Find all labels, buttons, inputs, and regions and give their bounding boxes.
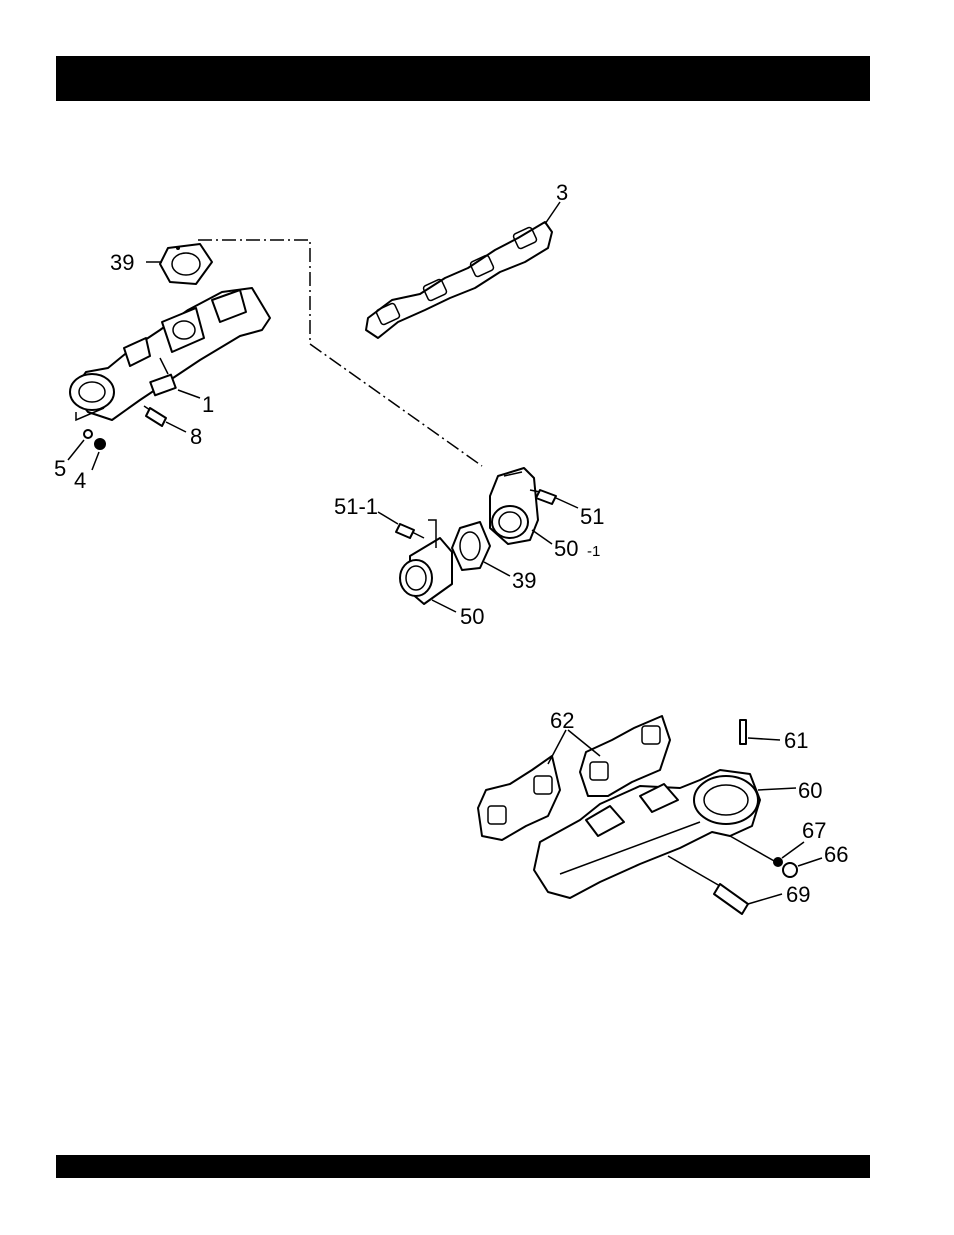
part-3-manifold-gasket [366, 222, 552, 338]
leader-51-1 [378, 512, 398, 524]
callout-3: 3 [556, 180, 568, 205]
part-1-exhaust-manifold [70, 288, 270, 420]
callout-61: 61 [784, 728, 808, 753]
part-8-bolt [144, 406, 166, 426]
callout-66: 66 [824, 842, 848, 867]
leader-69 [748, 894, 782, 904]
leader-61 [748, 738, 780, 740]
callout-50-1: 50 [554, 536, 578, 561]
part-61-stud [740, 720, 746, 744]
callout-39-lower: 39 [512, 568, 536, 593]
assembly-centerline [198, 240, 482, 466]
leader-8 [166, 422, 186, 432]
part-62-manifold-gasket-left [478, 756, 560, 840]
callout-50: 50 [460, 604, 484, 629]
leader-50 [432, 600, 456, 612]
leader-5 [68, 440, 84, 460]
callout-67: 67 [802, 818, 826, 843]
leader-51 [556, 498, 578, 508]
leader-62-left [548, 730, 566, 764]
callout-50-1-suffix: -1 [587, 543, 600, 560]
part-67-washer [773, 857, 783, 867]
part-4-nut [94, 438, 106, 450]
leader-62-right [568, 730, 600, 756]
callout-69: 69 [786, 882, 810, 907]
leader-60 [758, 788, 796, 790]
callout-62: 62 [550, 708, 574, 733]
leader-50-1 [532, 530, 552, 544]
part-60-exhaust-manifold [534, 770, 760, 898]
part-5-washer [84, 430, 92, 438]
part-39-flange-gasket-top [160, 244, 212, 284]
callout-51-1: 51-1 [334, 494, 378, 519]
leader-39-lower [484, 562, 510, 576]
callout-8: 8 [190, 424, 202, 449]
callout-51: 51 [580, 504, 604, 529]
part-66-nut [783, 863, 797, 877]
callout-1: 1 [202, 392, 214, 417]
leader-66 [798, 858, 822, 866]
part-50-1-outlet-elbow [490, 468, 538, 544]
part-51-1-bolt [396, 524, 424, 538]
callout-4: 4 [74, 468, 86, 493]
part-69-bolt [668, 856, 748, 914]
leader-4 [92, 452, 99, 470]
callout-5: 5 [54, 456, 66, 481]
leader-3 [545, 202, 560, 224]
callout-60: 60 [798, 778, 822, 803]
callout-39-top: 39 [110, 250, 134, 275]
leader-1 [178, 390, 200, 398]
part-62-manifold-gasket-right [580, 716, 670, 796]
leader-67 [782, 842, 804, 858]
stud-line-lower [730, 836, 776, 862]
